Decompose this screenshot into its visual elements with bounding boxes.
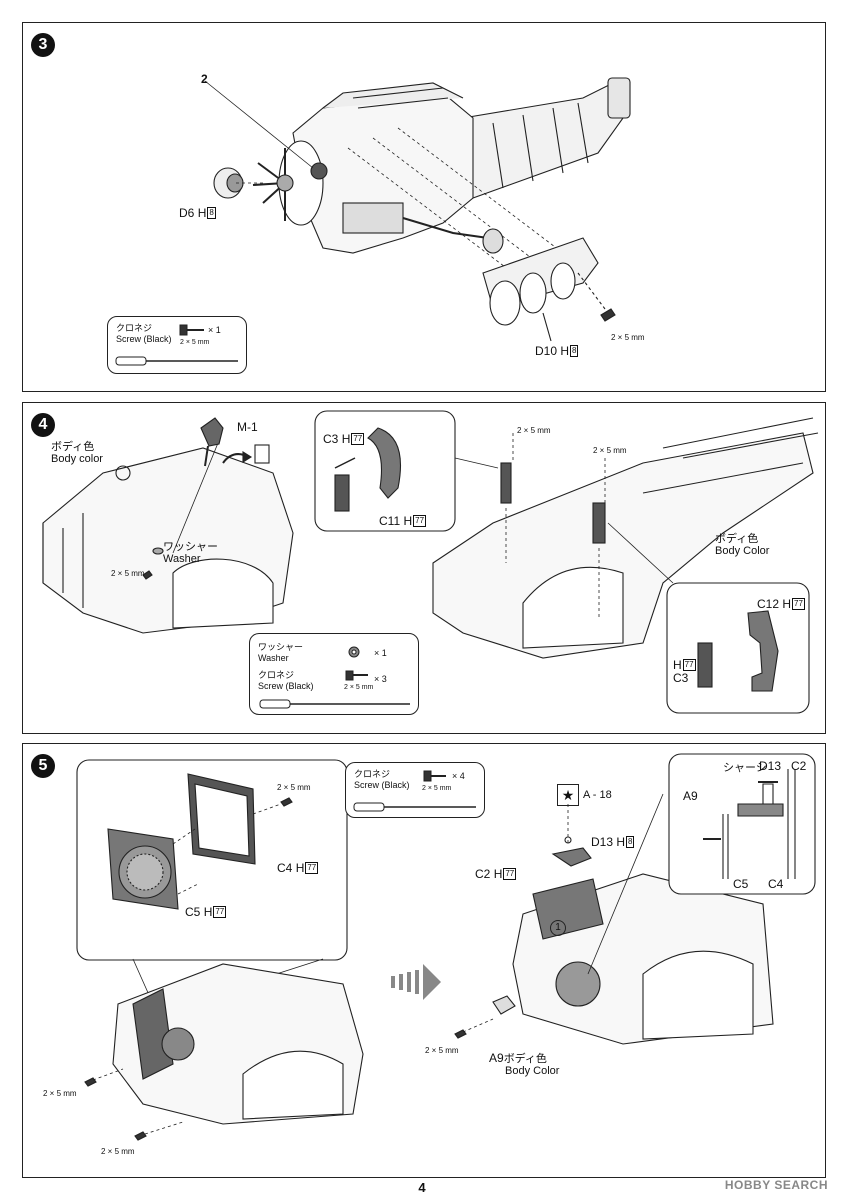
note-jp-label: クロネジ [116,323,153,333]
note-washer-en: Washer [258,653,289,663]
note-size-label: 2 × 5 mm [180,339,210,346]
watermark: HOBBY SEARCH [724,1178,828,1192]
screw-size-label-a: 2 × 5 mm [111,569,145,578]
washer-label: ワッシャー Washer [163,541,218,566]
screw-size-label: 2 × 5 mm [611,333,645,342]
detail-label-c4: C4 [768,877,784,891]
part-label-a9: A9ボディ色 Body Color [489,1051,560,1078]
screw-size-label-a: 2 × 5 mm [277,783,311,792]
note-washer-jp: ワッシャー [258,642,304,652]
body-color-label: ボディ色 Body color [51,441,103,466]
engine-assembly-illustration [204,77,631,342]
note-screw-en: Screw (Black) [258,681,314,691]
parts-note-screw: クロネジ Screw (Black) × 4 2 × 5 mm [345,762,485,818]
screw-icon [353,770,476,812]
screw-size-label-c: 2 × 5 mm [101,1147,135,1156]
note-washer-qty: × 1 [374,648,387,658]
detail-label-a9: A9 [683,789,698,803]
step-number-badge: 5 [31,754,55,778]
page-number: 4 [418,1180,426,1195]
circle-number-badge: 1 [550,920,566,936]
step-number-badge: 4 [31,413,55,437]
note-jp-label: クロネジ [354,769,391,779]
callout-number: 2 [201,72,208,86]
note-en-label: Screw (Black) [116,334,172,344]
screw-size-label-b: 2 × 5 mm [43,1089,77,1098]
screw-size-label-d: 2 × 5 mm [425,1046,459,1055]
note-screw-size: 2 × 5 mm [344,684,374,691]
parts-note-screw: クロネジ Screw (Black) × 1 2 × 5 mm [107,316,247,374]
note-screw-jp: クロネジ [258,670,295,680]
radiator-assembly-illustration [76,753,816,1141]
note-en-label: Screw (Black) [354,780,410,790]
detail-chassis-label: シャーシ [723,762,767,774]
note-qty-label: × 4 [452,771,465,781]
screw-size-label-c: 2 × 5 mm [593,446,627,455]
part-label-m1: M-1 [237,420,258,434]
decal-reference-label: A - 18 [583,789,612,801]
detail-label-d13: D13 [759,759,782,773]
step-4-panel: 4 [22,402,826,734]
step-5-panel: 5 [22,743,826,1178]
body-color-label-2: ボディ色 Body Color [715,533,770,558]
screw-icon [115,324,238,366]
step-number-badge: 3 [31,33,55,57]
detail-label-c5: C5 [733,877,749,891]
note-qty-label: × 1 [208,325,221,335]
step-3-panel: 3 [22,22,826,392]
decal-star-icon: ★ [557,784,579,806]
parts-note-washer-screw: ワッシャー Washer × 1 クロネジ Screw (Black) × 3 … [249,633,419,715]
screw-size-label-b: 2 × 5 mm [517,426,551,435]
washer-and-screw-icons [259,646,410,709]
front-frame-illustration [42,410,819,714]
detail-label-c2: C2 [791,759,807,773]
note-screw-qty: × 3 [374,674,387,684]
note-size-label: 2 × 5 mm [422,785,452,792]
